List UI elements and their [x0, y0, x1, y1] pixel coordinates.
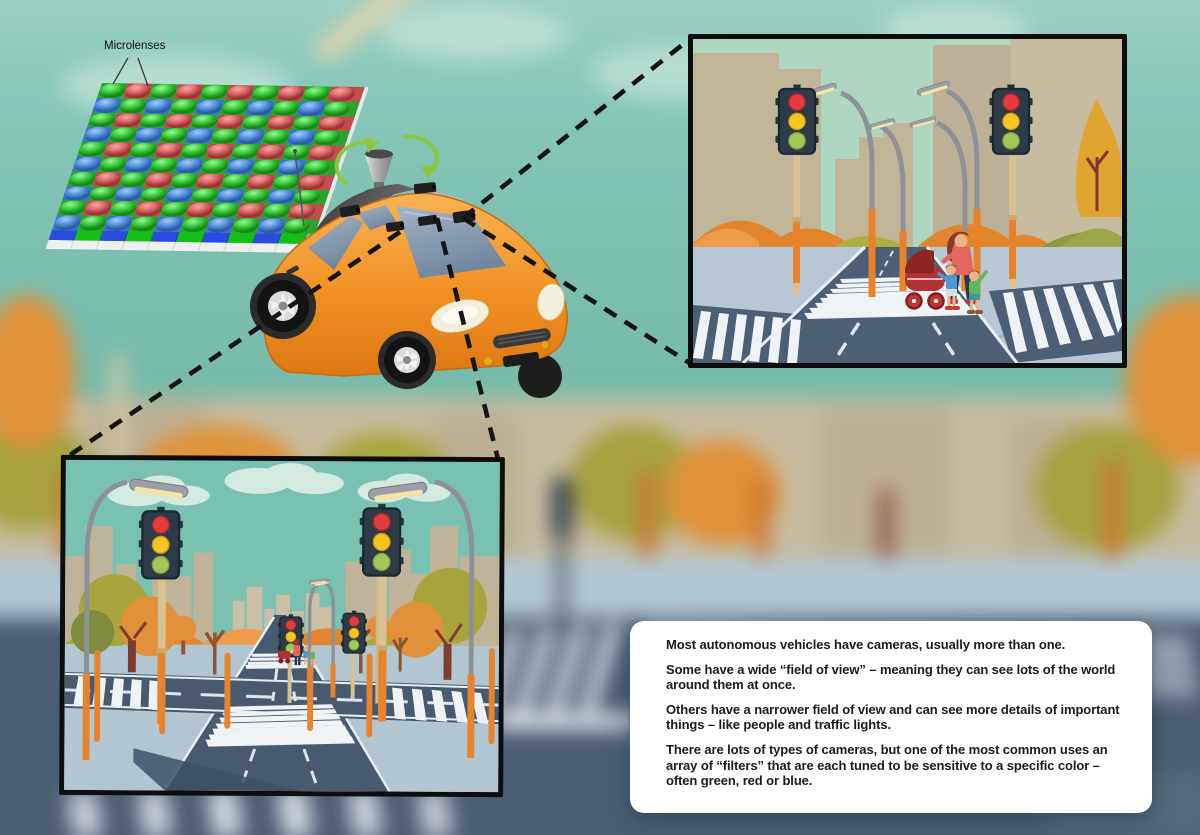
right-crosswalk — [392, 687, 489, 725]
rotation-arrows-icon — [334, 134, 439, 186]
pram — [904, 249, 955, 310]
blurred-traffic-light — [552, 478, 572, 536]
inset-wide-view — [59, 454, 505, 798]
fog-light — [483, 356, 493, 366]
tiny-pedestrians — [277, 639, 315, 666]
main-crosswalk — [205, 704, 356, 747]
text-paragraph: Others have a narrower field of view and… — [666, 701, 1120, 733]
antenna — [294, 151, 305, 227]
traffic-light — [988, 83, 1034, 155]
pedestrians-crossing — [904, 231, 988, 314]
road-shadow — [133, 748, 301, 792]
traffic-light-small — [340, 609, 368, 654]
explanation-panel: Most autonomous vehicles have cameras, u… — [630, 621, 1152, 813]
fog-light — [540, 340, 550, 350]
boy-blue — [937, 264, 960, 310]
cloud — [380, 6, 570, 62]
left-crosswalk — [693, 311, 801, 363]
lidar-sensor — [364, 149, 394, 198]
text-paragraph: Most autonomous vehicles have cameras, u… — [666, 637, 1066, 652]
blurred-tree — [0, 295, 75, 450]
microlenses-label: Microlenses — [104, 40, 166, 52]
small-lamps — [307, 581, 336, 702]
big-lamps — [83, 479, 475, 760]
traffic-light — [137, 505, 185, 580]
traffic-light — [358, 502, 406, 577]
boy-green — [967, 270, 988, 314]
inset-narrow-view — [688, 34, 1127, 368]
autumn-tree — [1075, 99, 1122, 217]
front-wheel — [378, 331, 436, 389]
street-lamps — [839, 88, 980, 297]
traffic-light — [774, 83, 820, 155]
rear-wheel — [250, 273, 316, 339]
autonomous-car — [250, 134, 568, 398]
right-crosswalk — [1003, 282, 1122, 353]
text-paragraph: There are lots of types of cameras, but … — [666, 741, 1108, 789]
text-paragraph: Some have a wide “field of view” – meani… — [666, 661, 1116, 693]
